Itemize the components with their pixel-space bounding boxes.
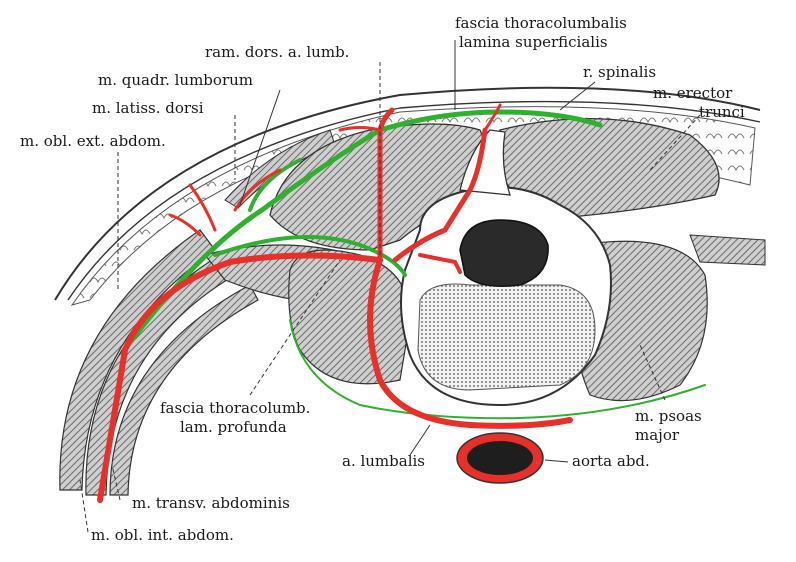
label-a-lumbalis: a. lumbalis bbox=[342, 452, 425, 470]
label-m-transv: m. transv. abdominis bbox=[132, 494, 290, 512]
label-ram-dors: ram. dors. a. lumb. bbox=[205, 43, 349, 61]
label-fascia-tl-sup-1: fascia thoracolumbalis bbox=[455, 14, 627, 32]
label-m-obl-ext: m. obl. ext. abdom. bbox=[20, 132, 166, 150]
label-aorta: aorta abd. bbox=[572, 452, 650, 470]
fascia-lines bbox=[125, 109, 706, 420]
vertebra bbox=[400, 129, 612, 407]
label-fascia-tl-sup-2: lamina superficialis bbox=[459, 33, 608, 51]
label-m-latiss: m. latiss. dorsi bbox=[92, 99, 204, 117]
label-fascia-prof-2: lam. profunda bbox=[180, 418, 287, 436]
label-fascia-prof-1: fascia thoracolumb. bbox=[160, 399, 310, 417]
label-r-spinalis: r. spinalis bbox=[583, 63, 656, 81]
label-m-erector-2: trunci bbox=[699, 103, 745, 121]
label-m-psoas-2: major bbox=[635, 426, 680, 444]
labels: fascia thoracolumbalis lamina superficia… bbox=[20, 14, 745, 544]
label-m-obl-int: m. obl. int. abdom. bbox=[91, 526, 234, 544]
label-m-psoas-1: m. psoas bbox=[635, 407, 702, 425]
label-m-erector-1: m. erector bbox=[653, 84, 733, 102]
label-m-quadr: m. quadr. lumborum bbox=[98, 71, 253, 89]
deep-muscles bbox=[203, 234, 766, 402]
artery-lines bbox=[97, 103, 573, 503]
leader-lines bbox=[79, 40, 701, 533]
aorta bbox=[456, 432, 544, 484]
